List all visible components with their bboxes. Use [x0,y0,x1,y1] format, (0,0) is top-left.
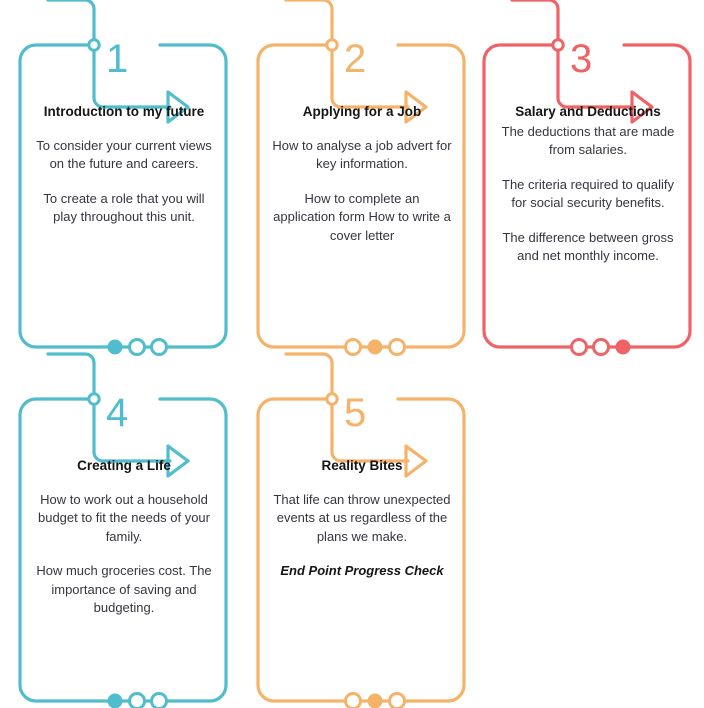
card-paragraph: To create a role that you will play thro… [43,190,205,225]
step-number: 4 [106,391,129,435]
progress-dot-filled [367,339,383,355]
connector-joint-circle [87,392,101,406]
card-title: Salary and Deductions [515,104,661,119]
progress-dot-empty [344,338,362,356]
progress-dot-empty [150,692,168,708]
connector-joint-circle [551,38,565,52]
step-number: 3 [570,37,593,81]
progress-dot-empty [592,338,610,356]
progress-dot-empty [344,692,362,708]
connector-joint-circle [325,392,339,406]
progress-dot-empty [150,338,168,356]
card-paragraph: How much groceries cost. The importance … [36,563,212,616]
progress-dot-filled [107,339,123,355]
card-title: Reality Bites [321,458,403,473]
connector-joint-circle [87,38,101,52]
step-number: 2 [344,37,367,81]
card-paragraph: The deductions that are made from salari… [501,123,675,158]
card-content: Introduction to my future To consider you… [34,103,214,227]
card-paragraph: To consider your current views on the fu… [36,137,212,172]
card-paragraph: How to complete an application form How … [273,190,451,243]
progress-dot-filled [107,693,123,708]
card-paragraph: How to work out a household budget to fi… [37,491,210,544]
card-paragraph: That life can throw unexpected events at… [273,491,451,544]
step-number: 5 [344,391,367,435]
card-paragraph: The difference between gross and net mon… [502,229,674,264]
card-paragraph: How to analyse a job advert for key info… [272,137,452,172]
progress-dot-filled [615,339,631,355]
card-title: Introduction to my future [43,104,205,119]
step-number: 1 [106,37,129,81]
progress-dot-empty [388,692,406,708]
progress-dot-empty [570,338,588,356]
progress-dot-filled [367,693,383,708]
connector-joint-circle [325,38,339,52]
card-title: Applying for a Job [302,104,422,119]
card-title: Creating a Life [77,458,171,473]
progress-dot-empty [388,338,406,356]
card-emphasis-note: End Point Progress Check [280,563,444,579]
progress-dot-empty [128,338,146,356]
progress-dot-empty [128,692,146,708]
card-paragraph: The criteria required to qualify for soc… [502,176,674,211]
